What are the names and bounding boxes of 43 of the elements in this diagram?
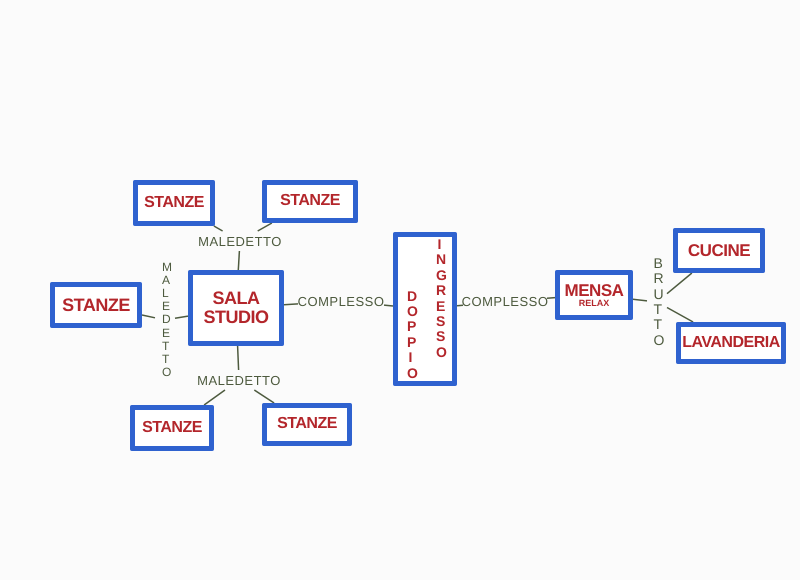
room-label: STANZE (144, 194, 204, 212)
room-label: MENSA (564, 282, 624, 300)
link-label: MALEDETTO (191, 231, 289, 251)
link-label: COMPLESSO (298, 291, 384, 311)
connector-line (214, 225, 223, 232)
connector-line (666, 306, 694, 323)
vertical-word: BRUTTO (652, 256, 668, 348)
connector-line (238, 250, 240, 270)
link-label: COMPLESSO (463, 291, 547, 311)
room-label: SALA STUDIO (202, 289, 270, 327)
room-box (188, 270, 284, 346)
room-box (676, 322, 786, 364)
connector-line (284, 303, 298, 306)
connector-line (666, 272, 692, 294)
room-box (262, 180, 358, 223)
room-box (555, 270, 633, 320)
connector-line (142, 314, 156, 319)
room-sublabel: RELAX (578, 299, 610, 308)
room-label: CUCINE (688, 242, 750, 260)
vertical-label: INGRESSO (435, 237, 450, 360)
connector-line (546, 296, 556, 299)
room-box (133, 180, 215, 226)
connector-line (236, 346, 240, 370)
connector-line (632, 298, 648, 302)
room-box (262, 403, 352, 446)
connector-line (204, 389, 226, 406)
room-box (673, 228, 765, 273)
connector-line (384, 304, 394, 307)
room-label: LAVANDERIA (682, 334, 780, 352)
room-box (50, 282, 142, 328)
connector-line (254, 389, 275, 404)
room-label: STANZE (142, 420, 202, 436)
room-label: STANZE (277, 416, 337, 433)
connector-line (174, 315, 188, 320)
room-label: STANZE (62, 296, 130, 314)
link-label: MALEDETTO (191, 370, 287, 390)
room-label: STANZE (280, 193, 340, 210)
connector-line (456, 304, 464, 307)
vertical-word: MALEDETTO (161, 260, 174, 380)
entrance-box (393, 232, 457, 386)
room-box (130, 405, 214, 451)
connector-line (257, 222, 272, 232)
vertical-label: DOPPIO (406, 288, 421, 381)
